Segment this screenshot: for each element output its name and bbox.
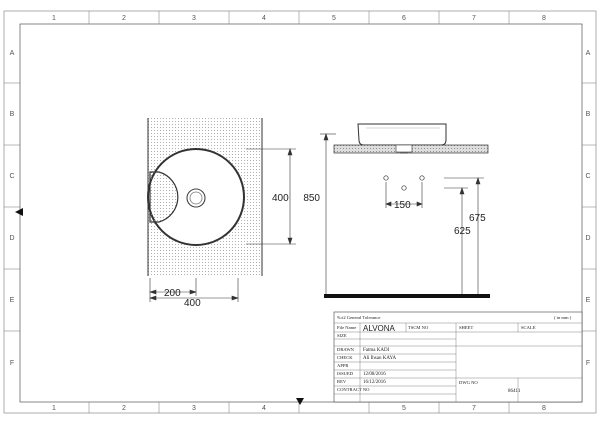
column-label: 5 <box>402 405 406 412</box>
plan-height-dimension <box>246 148 296 245</box>
spacing-dimension <box>385 182 423 208</box>
row-label: A <box>10 50 15 57</box>
column-label: 3 <box>192 15 196 22</box>
center-marker-bottom-icon <box>296 398 304 405</box>
scale-label: SCALE <box>521 325 536 330</box>
column-label: 4 <box>262 15 266 22</box>
tscm-label: TSCM NO <box>408 325 429 330</box>
column-label: 7 <box>472 15 476 22</box>
row-label: E <box>10 297 15 304</box>
drawn-label: DRAWN <box>337 347 355 352</box>
column-label: 2 <box>122 405 126 412</box>
upper-height-dimension <box>444 177 484 296</box>
issued-date-value: 12/08/2016 <box>363 372 386 377</box>
plan-offset-dimension <box>149 278 197 302</box>
dwg-no-value: 86411 <box>508 389 521 394</box>
row-labels-right: A B C D E F <box>585 50 590 367</box>
lower-height-dimension <box>444 187 468 296</box>
center-marker-left-icon <box>15 208 23 216</box>
fixing-point-left <box>383 175 389 181</box>
spacing-value: 150 <box>394 200 411 211</box>
appr-label: APPR <box>337 363 349 368</box>
sheet-label: SHEET <box>459 325 473 330</box>
drain-inner <box>189 191 203 205</box>
tolerance-note: %±2 General Tolerance <box>337 315 380 320</box>
row-labels-left: A B C D E F <box>9 50 14 367</box>
upper-height-value: 675 <box>469 213 486 224</box>
plan-view: 400 200 400 <box>147 118 296 309</box>
lower-height-value: 625 <box>454 226 471 237</box>
issued-label: ISSUED <box>337 371 354 376</box>
row-label: B <box>586 111 591 118</box>
grid-ticks <box>4 11 596 413</box>
outer-border <box>3 10 597 414</box>
row-label: F <box>10 360 14 367</box>
tap-cutout <box>149 171 179 223</box>
rev-date-value: 16/12/2016 <box>363 380 386 385</box>
section-view: 150 850 675 625 <box>303 123 490 298</box>
rev-label: REV <box>337 379 347 384</box>
waste-outlet <box>401 185 407 191</box>
plan-height-value: 400 <box>272 193 289 204</box>
dwg-label: DWG NO <box>459 380 478 385</box>
contract-label: CONTRACT NO <box>337 387 370 392</box>
row-label: F <box>586 360 590 367</box>
column-label: 6 <box>402 15 406 22</box>
floor-line <box>324 294 490 298</box>
checked-by-value: Ali Ihsan KAYA <box>363 356 397 361</box>
column-label: 1 <box>52 15 56 22</box>
plan-width-value: 400 <box>184 298 201 309</box>
column-label: 3 <box>192 405 196 412</box>
column-label: 2 <box>122 15 126 22</box>
column-label: 7 <box>472 405 476 412</box>
plan-offset-value: 200 <box>164 288 181 299</box>
row-label: E <box>586 297 591 304</box>
column-labels-bottom: 1 2 3 4 5 6 7 8 <box>52 405 546 412</box>
row-label: D <box>585 235 590 242</box>
column-label: 5 <box>332 15 336 22</box>
title-block: %±2 General Tolerance ( in mm ) File Nam… <box>333 311 583 403</box>
column-label: 1 <box>52 405 56 412</box>
floor-height-value: 850 <box>303 193 320 204</box>
drawn-by-value: Fatma KADI <box>363 348 390 353</box>
row-label: B <box>10 111 15 118</box>
column-label: 4 <box>262 405 266 412</box>
file-name-label: File Name <box>337 325 356 330</box>
floor-height-dimension <box>320 133 336 296</box>
fixing-point-right <box>419 175 425 181</box>
column-label: 8 <box>542 15 546 22</box>
units-note: ( in mm ) <box>554 315 572 320</box>
basin-profile <box>357 123 447 146</box>
plan-width-dimension <box>149 278 239 302</box>
row-label: A <box>586 50 591 57</box>
row-label: D <box>9 235 14 242</box>
column-labels-top: 1 2 3 4 5 6 7 8 <box>52 15 546 22</box>
check-label: CHECK <box>337 355 353 360</box>
column-label: 8 <box>542 405 546 412</box>
size-label: SIZE <box>337 333 347 338</box>
drain-hole <box>395 144 413 153</box>
row-label: C <box>585 173 590 180</box>
file-name-value: ALVONA <box>363 324 396 333</box>
row-label: C <box>9 173 14 180</box>
